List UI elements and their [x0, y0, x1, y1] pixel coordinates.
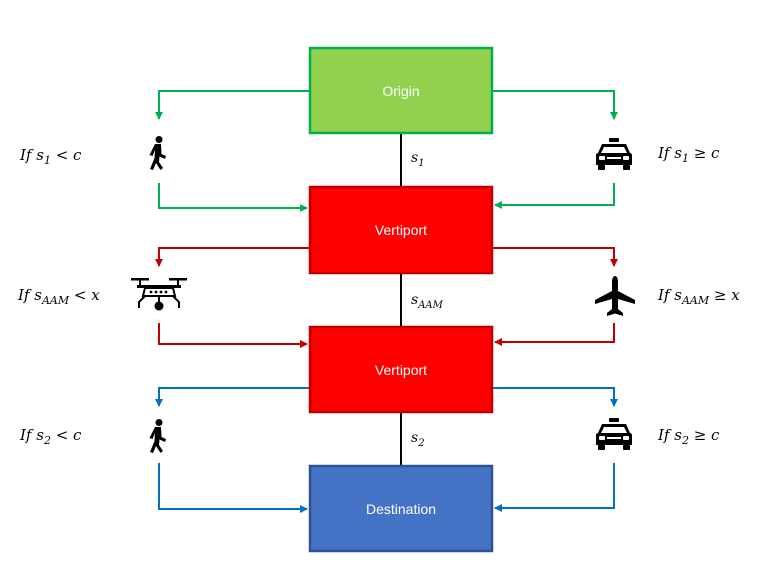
arrow-origin-to-taxi	[493, 90, 618, 120]
condition-right-1: If s1 ≥ c	[657, 144, 720, 165]
pedestrian-icon	[149, 136, 166, 170]
condition-left-2: If sAAM < x	[17, 286, 100, 307]
destination-label: Destination	[366, 501, 436, 517]
condition-left-3: If s2 < c	[19, 426, 82, 447]
taxi-icon	[596, 138, 632, 170]
airplane-icon	[595, 276, 635, 316]
taxi-icon	[596, 418, 632, 450]
condition-right-3: If s2 ≥ c	[657, 426, 720, 447]
arrow-walk-to-vertiport	[158, 183, 308, 212]
origin-label: Origin	[382, 83, 419, 99]
arrow-vertiport-to-airplane	[493, 247, 618, 267]
vertiport-1-label: Vertiport	[375, 222, 427, 238]
condition-left-1: If s1 < c	[19, 146, 82, 167]
arrow-airplane-to-vertiport	[494, 323, 615, 346]
arrow-walk-to-destination	[158, 463, 308, 513]
segment-label-saam: sAAM	[411, 292, 444, 311]
arrow-vertiport-to-taxi	[493, 387, 618, 407]
arrow-vertiport-to-drone	[155, 247, 309, 267]
arrow-drone-to-vertiport	[158, 323, 308, 348]
condition-right-2: If sAAM ≥ x	[657, 286, 740, 307]
origin-node: Origin	[308, 46, 494, 135]
segment-label-s2: s2	[411, 430, 425, 449]
arrow-origin-to-walk	[155, 90, 309, 120]
segment-label-s1: s1	[411, 150, 425, 169]
vertiport-2-label: Vertiport	[375, 362, 427, 378]
arrow-taxi-to-vertiport	[494, 183, 615, 209]
vertiport-node-1: Vertiport	[308, 185, 494, 275]
vertiport-node-2: Vertiport	[308, 325, 494, 414]
drone-icon	[130, 277, 188, 312]
arrow-taxi-to-destination	[494, 463, 615, 512]
pedestrian-icon	[149, 419, 166, 453]
destination-node: Destination	[308, 464, 494, 553]
arrow-vertiport-to-walk	[155, 387, 309, 407]
